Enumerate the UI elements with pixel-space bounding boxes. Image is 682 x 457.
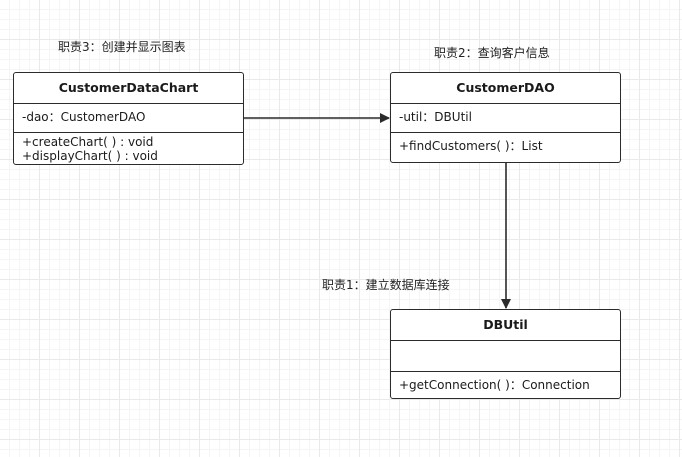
class-db-util[interactable]: DBUtil +getConnection( )：Connection	[390, 309, 621, 399]
class-customer-data-chart[interactable]: CustomerDataChart -dao：CustomerDAO +crea…	[13, 72, 244, 165]
method-find-customers: +findCustomers( )：List	[399, 139, 543, 153]
class-attributes: -dao：CustomerDAO	[14, 104, 243, 133]
attribute-util: -util：DBUtil	[399, 110, 472, 124]
class-customer-dao[interactable]: CustomerDAO -util：DBUtil +findCustomers(…	[390, 72, 621, 163]
class-methods: +getConnection( )：Connection	[391, 372, 620, 392]
class-attributes: -util：DBUtil	[391, 104, 620, 133]
method-create-chart: +createChart( ) : void	[22, 135, 154, 149]
method-display-chart: +displayChart( ) : void	[22, 149, 158, 163]
note-responsibility-util: 职责1：建立数据库连接	[322, 278, 450, 292]
note-responsibility-chart: 职责3：创建并显示图表	[58, 40, 186, 54]
class-name: CustomerDAO	[391, 73, 620, 104]
class-methods: +createChart( ) : void +displayChart( ) …	[14, 133, 243, 163]
class-attributes	[391, 341, 620, 372]
class-methods: +findCustomers( )：List	[391, 133, 620, 153]
attribute-dao: -dao：CustomerDAO	[22, 110, 146, 124]
class-name: DBUtil	[391, 310, 620, 341]
method-get-connection: +getConnection( )：Connection	[399, 378, 590, 392]
note-responsibility-dao: 职责2：查询客户信息	[434, 46, 550, 60]
class-name: CustomerDataChart	[14, 73, 243, 104]
